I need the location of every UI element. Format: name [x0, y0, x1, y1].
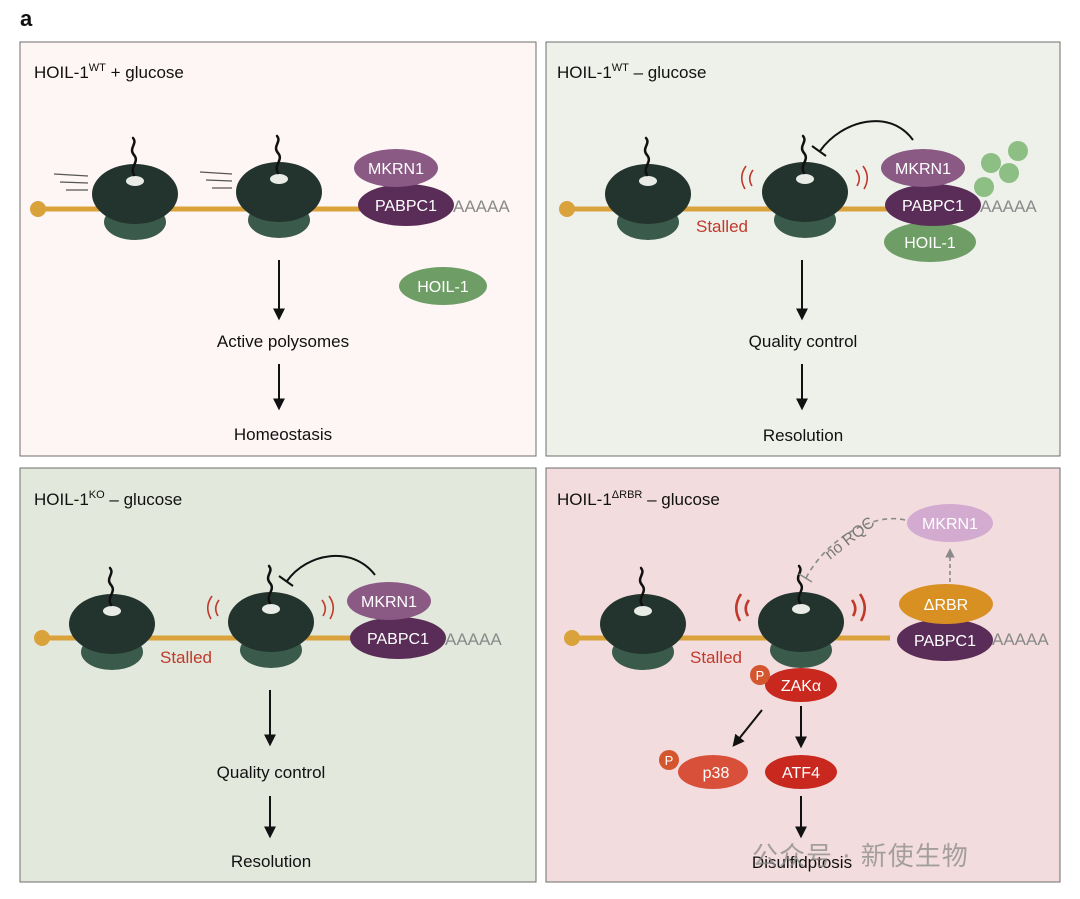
- stalled-label: Stalled: [160, 648, 212, 667]
- atf4-label: ATF4: [782, 765, 820, 782]
- stall-signal: [734, 593, 867, 622]
- panel-background: [545, 41, 1061, 457]
- phospho-label: P: [665, 753, 674, 768]
- mrna-cap: [559, 201, 575, 217]
- p38-label: p38: [703, 765, 730, 782]
- mkrn1-protein-dissociated: [907, 504, 993, 542]
- nascent-peptide: [130, 136, 138, 177]
- motion-lines: [53, 171, 233, 191]
- nascent-peptide: [638, 566, 646, 607]
- inhibition-arc: [819, 120, 914, 152]
- drbr-label: ΔRBR: [924, 597, 968, 614]
- nascent-peptide: [796, 564, 804, 605]
- step-label: Quality control: [217, 763, 326, 782]
- hoil1-protein: [399, 267, 487, 305]
- mrna-cap: [34, 630, 50, 646]
- stalled-label: Stalled: [696, 217, 748, 236]
- ubiquitin-chain: [974, 141, 1028, 197]
- polya-tail: AAAAA: [980, 197, 1037, 216]
- nascent-peptide: [800, 134, 808, 175]
- figure-label: a: [20, 6, 33, 31]
- pabpc1-protein: [885, 184, 981, 226]
- pabpc1-label: PABPC1: [367, 631, 429, 648]
- hoil1-protein: [884, 222, 976, 262]
- step-label: Disulfidptosis: [752, 853, 852, 872]
- nascent-peptide: [266, 564, 274, 605]
- panel-title: HOIL-1KO – glucose: [34, 489, 182, 509]
- step-label: Quality control: [749, 332, 858, 351]
- polya-tail: AAAAA: [453, 197, 510, 216]
- inhibition-bar: [798, 573, 813, 583]
- nascent-peptide: [643, 136, 651, 177]
- polya-tail: AAAAA: [445, 630, 502, 649]
- drbr-protein: [899, 584, 993, 624]
- mrna-cap: [30, 201, 46, 217]
- panel-background: [19, 467, 537, 883]
- stall-signal: [206, 595, 335, 620]
- pabpc1-label: PABPC1: [902, 198, 964, 215]
- stalled-label: Stalled: [690, 648, 742, 667]
- step-label: Resolution: [763, 426, 843, 445]
- phospho-label: P: [756, 668, 765, 683]
- atf4-protein: [765, 755, 837, 789]
- hoil1-label: HOIL-1: [417, 279, 469, 296]
- mkrn1-protein: [354, 149, 438, 187]
- zak-label: ZAKα: [781, 678, 821, 695]
- pabpc1-protein: [350, 617, 446, 659]
- mkrn1-label: MKRN1: [895, 161, 951, 178]
- zak-protein: [765, 668, 837, 702]
- pabpc1-label: PABPC1: [375, 198, 437, 215]
- phospho-badge: [659, 750, 679, 770]
- panel-wt-plus-glucose: HOIL-1WT + glucose PABPC1 MKRN1 AAAAA HO…: [19, 41, 537, 457]
- nascent-peptide: [274, 134, 282, 175]
- pabpc1-label: PABPC1: [914, 633, 976, 650]
- polya-tail: AAAAA: [992, 630, 1049, 649]
- watermark: 公众号 · 新使生物: [752, 842, 969, 872]
- panel-ko-minus-glucose: HOIL-1KO – glucose Stalled PABPC1 MKRN1 …: [19, 467, 537, 883]
- mkrn1-label: MKRN1: [922, 516, 978, 533]
- panel-drbr-minus-glucose: HOIL-1ΔRBR – glucose Stalled no RQC MKRN…: [545, 467, 1061, 883]
- inhibition-bar: [811, 145, 827, 157]
- step-label: Homeostasis: [234, 425, 332, 444]
- pabpc1-protein: [897, 619, 993, 661]
- inhibition-arc: [286, 554, 376, 582]
- step-label: Resolution: [231, 852, 311, 871]
- hoil1-label: HOIL-1: [904, 235, 956, 252]
- step-label: Active polysomes: [217, 332, 349, 351]
- stall-signal: [740, 165, 869, 190]
- panel-title: HOIL-1ΔRBR – glucose: [557, 489, 720, 509]
- mkrn1-label: MKRN1: [368, 161, 424, 178]
- flow-arrow: [732, 709, 763, 747]
- p38-protein: [678, 755, 748, 789]
- panel-title: HOIL-1WT – glucose: [557, 62, 706, 82]
- no-rqc-dashed-path: [805, 517, 906, 579]
- mrna-cap: [564, 630, 580, 646]
- mkrn1-protein: [347, 582, 431, 620]
- inhibition-bar: [278, 575, 294, 587]
- mkrn1-protein: [881, 149, 965, 187]
- nascent-peptide: [107, 566, 115, 607]
- mkrn1-label: MKRN1: [361, 594, 417, 611]
- pabpc1-protein: [358, 184, 454, 226]
- panel-wt-minus-glucose: HOIL-1WT – glucose Stalled HOIL-1 PABPC1…: [545, 41, 1061, 457]
- panel-title: HOIL-1WT + glucose: [34, 62, 184, 82]
- phospho-badge: [750, 665, 770, 685]
